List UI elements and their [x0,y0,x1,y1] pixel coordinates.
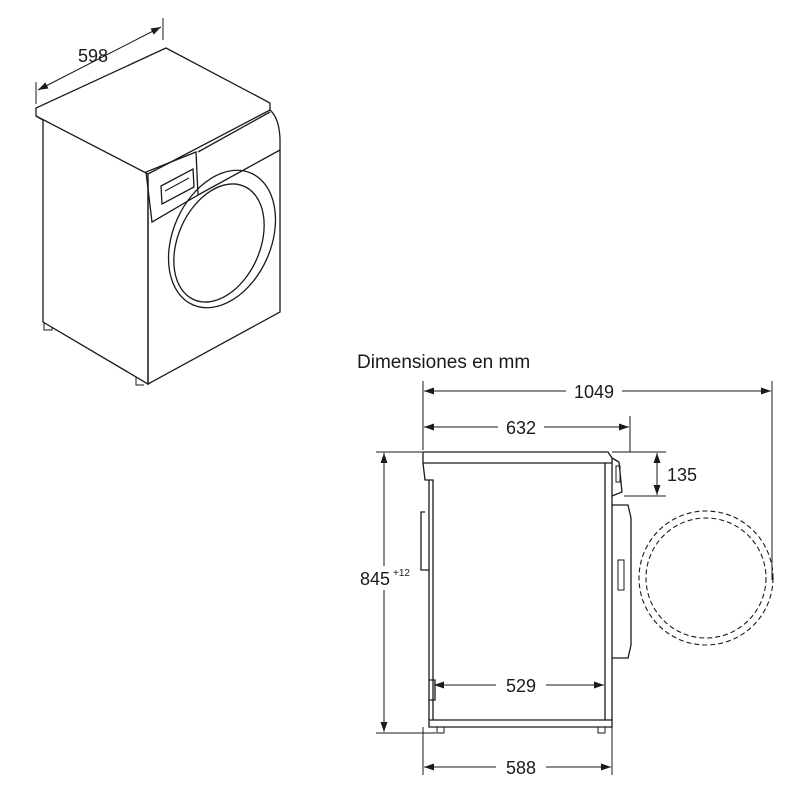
side-foot-front [597,727,606,734]
washer-foot [43,322,53,331]
washer-door [167,169,277,309]
height-label: 845 [360,569,390,589]
isometric-washer: 598 [35,18,281,386]
height-tolerance-label: +12 [393,568,410,579]
washer-side-panel [42,120,149,386]
body-depth-label: 632 [506,418,536,438]
base-depth-dimension: 588 [422,727,613,778]
washer-front [147,109,281,386]
inner-depth-label: 529 [506,676,536,696]
side-base [428,719,613,728]
side-foot-rear [436,727,445,734]
panel-height-dimension: 135 [612,451,697,497]
side-top-plate [422,451,613,464]
width-dimension: 598 [35,18,164,104]
back-hose-bracket [420,511,429,571]
width-label: 598 [78,46,108,66]
washer-top [35,47,271,175]
control-display [160,167,195,206]
total-depth-label: 1049 [574,382,614,402]
inner-depth-dimension: 529 [434,673,604,696]
diagram-title: Dimensiones en mm [357,352,530,373]
side-view-washer [420,451,774,734]
body-depth-dimension: 632 [424,415,631,452]
base-depth-label: 588 [506,758,536,778]
height-dimension: 845 +12 [358,451,436,734]
total-depth-dimension: 1049 [422,379,773,580]
open-door-outline [638,510,774,646]
side-door-frame [612,504,632,659]
panel-height-label: 135 [667,465,697,485]
